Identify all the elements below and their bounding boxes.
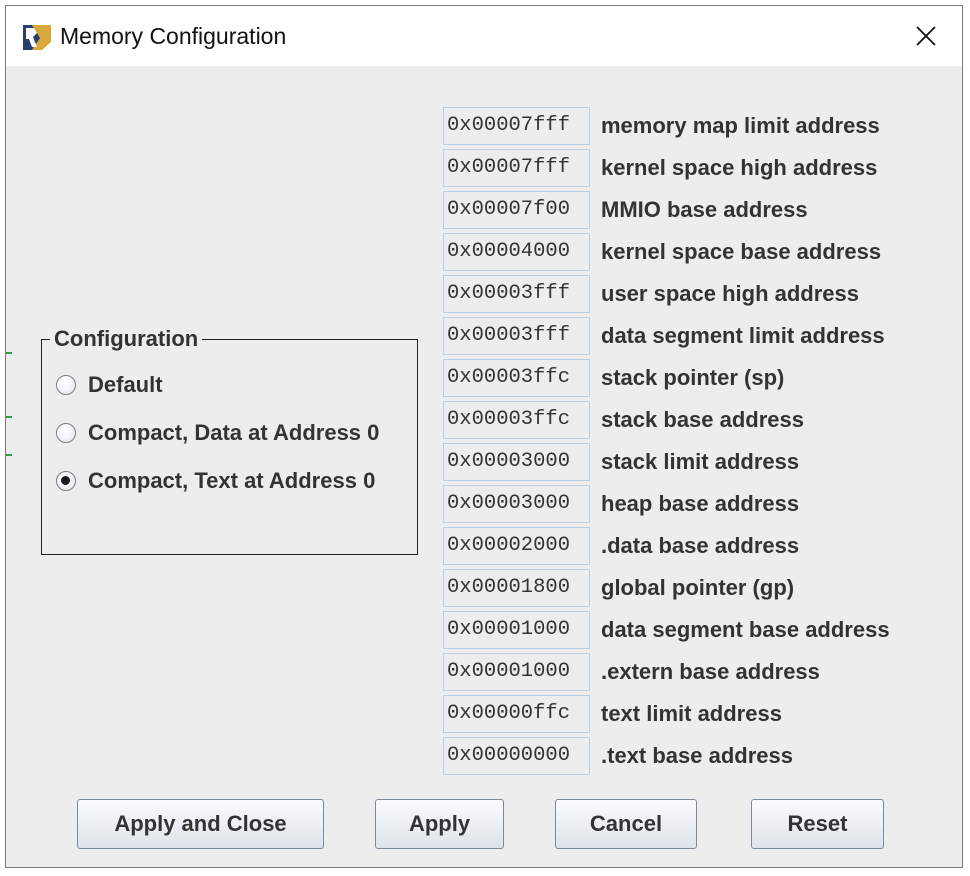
address-value: 0x00007f00 bbox=[443, 191, 590, 229]
list-item: 0x00004000 kernel space base address bbox=[443, 233, 933, 271]
list-item: 0x00003ffc stack pointer (sp) bbox=[443, 359, 933, 397]
close-icon bbox=[916, 26, 936, 46]
rars-logo-icon bbox=[22, 22, 52, 52]
list-item: 0x00001000 .extern base address bbox=[443, 653, 933, 691]
address-label: MMIO base address bbox=[601, 197, 808, 222]
list-item: 0x00003ffc stack base address bbox=[443, 401, 933, 439]
address-label: kernel space high address bbox=[601, 155, 878, 180]
radio-button[interactable] bbox=[56, 375, 76, 395]
address-label: data segment base address bbox=[601, 617, 890, 642]
radio-button[interactable] bbox=[56, 471, 76, 491]
address-value: 0x00003000 bbox=[443, 443, 590, 481]
address-value: 0x00007fff bbox=[443, 107, 590, 145]
address-label: stack base address bbox=[601, 407, 805, 432]
radio-button[interactable] bbox=[56, 423, 76, 443]
address-value: 0x00000000 bbox=[443, 737, 590, 775]
address-label: .data base address bbox=[601, 533, 800, 558]
apply-and-close-button[interactable]: Apply and Close bbox=[77, 799, 324, 849]
address-label: .text base address bbox=[601, 743, 793, 768]
address-label: heap base address bbox=[601, 491, 800, 516]
memory-configuration-dialog: Memory Configuration Configuration Defau… bbox=[5, 5, 963, 868]
radio-label: Compact, Data at Address 0 bbox=[88, 420, 380, 445]
address-label: data segment limit address bbox=[601, 323, 885, 348]
list-item: 0x00003000 heap base address bbox=[443, 485, 933, 523]
list-item: 0x00002000 .data base address bbox=[443, 527, 933, 565]
address-label: stack pointer (sp) bbox=[601, 365, 785, 390]
address-value: 0x00002000 bbox=[443, 527, 590, 565]
address-value: 0x00001800 bbox=[443, 569, 590, 607]
address-value: 0x00007fff bbox=[443, 149, 590, 187]
reset-button[interactable]: Reset bbox=[751, 799, 884, 849]
configuration-group: Configuration Default Compact, Data at A… bbox=[41, 326, 418, 555]
address-value: 0x00003ffc bbox=[443, 401, 590, 439]
cancel-button[interactable]: Cancel bbox=[555, 799, 697, 849]
address-value: 0x00003fff bbox=[443, 275, 590, 313]
list-item: 0x00001000 data segment base address bbox=[443, 611, 933, 649]
address-label: stack limit address bbox=[601, 449, 800, 474]
address-label: memory map limit address bbox=[601, 113, 880, 138]
address-label: global pointer (gp) bbox=[601, 575, 795, 600]
address-label: user space high address bbox=[601, 281, 859, 306]
address-value: 0x00003000 bbox=[443, 485, 590, 523]
list-item: 0x00000000 .text base address bbox=[443, 737, 933, 775]
list-item: 0x00007f00 MMIO base address bbox=[443, 191, 933, 229]
address-label: text limit address bbox=[601, 701, 782, 726]
radio-compact-data[interactable]: Compact, Data at Address 0 bbox=[56, 418, 379, 448]
radio-compact-text[interactable]: Compact, Text at Address 0 bbox=[56, 466, 375, 496]
address-label: kernel space base address bbox=[601, 239, 882, 264]
list-item: 0x00003fff data segment limit address bbox=[443, 317, 933, 355]
radio-default[interactable]: Default bbox=[56, 370, 163, 400]
radio-label: Compact, Text at Address 0 bbox=[88, 468, 376, 493]
apply-button[interactable]: Apply bbox=[375, 799, 504, 849]
list-item: 0x00000ffc text limit address bbox=[443, 695, 933, 733]
address-value: 0x00000ffc bbox=[443, 695, 590, 733]
address-value: 0x00003ffc bbox=[443, 359, 590, 397]
configuration-legend: Configuration bbox=[50, 326, 203, 352]
address-value: 0x00004000 bbox=[443, 233, 590, 271]
radio-label: Default bbox=[88, 372, 163, 397]
close-button[interactable] bbox=[890, 6, 962, 66]
list-item: 0x00007fff memory map limit address bbox=[443, 107, 933, 145]
address-value: 0x00001000 bbox=[443, 653, 590, 691]
title-bar: Memory Configuration bbox=[6, 6, 962, 66]
address-value: 0x00003fff bbox=[443, 317, 590, 355]
list-item: 0x00007fff kernel space high address bbox=[443, 149, 933, 187]
list-item: 0x00003fff user space high address bbox=[443, 275, 933, 313]
window-title: Memory Configuration bbox=[60, 23, 287, 49]
background-window-edge bbox=[6, 346, 12, 466]
address-value: 0x00001000 bbox=[443, 611, 590, 649]
list-item: 0x00003000 stack limit address bbox=[443, 443, 933, 481]
list-item: 0x00001800 global pointer (gp) bbox=[443, 569, 933, 607]
address-label: .extern base address bbox=[601, 659, 820, 684]
